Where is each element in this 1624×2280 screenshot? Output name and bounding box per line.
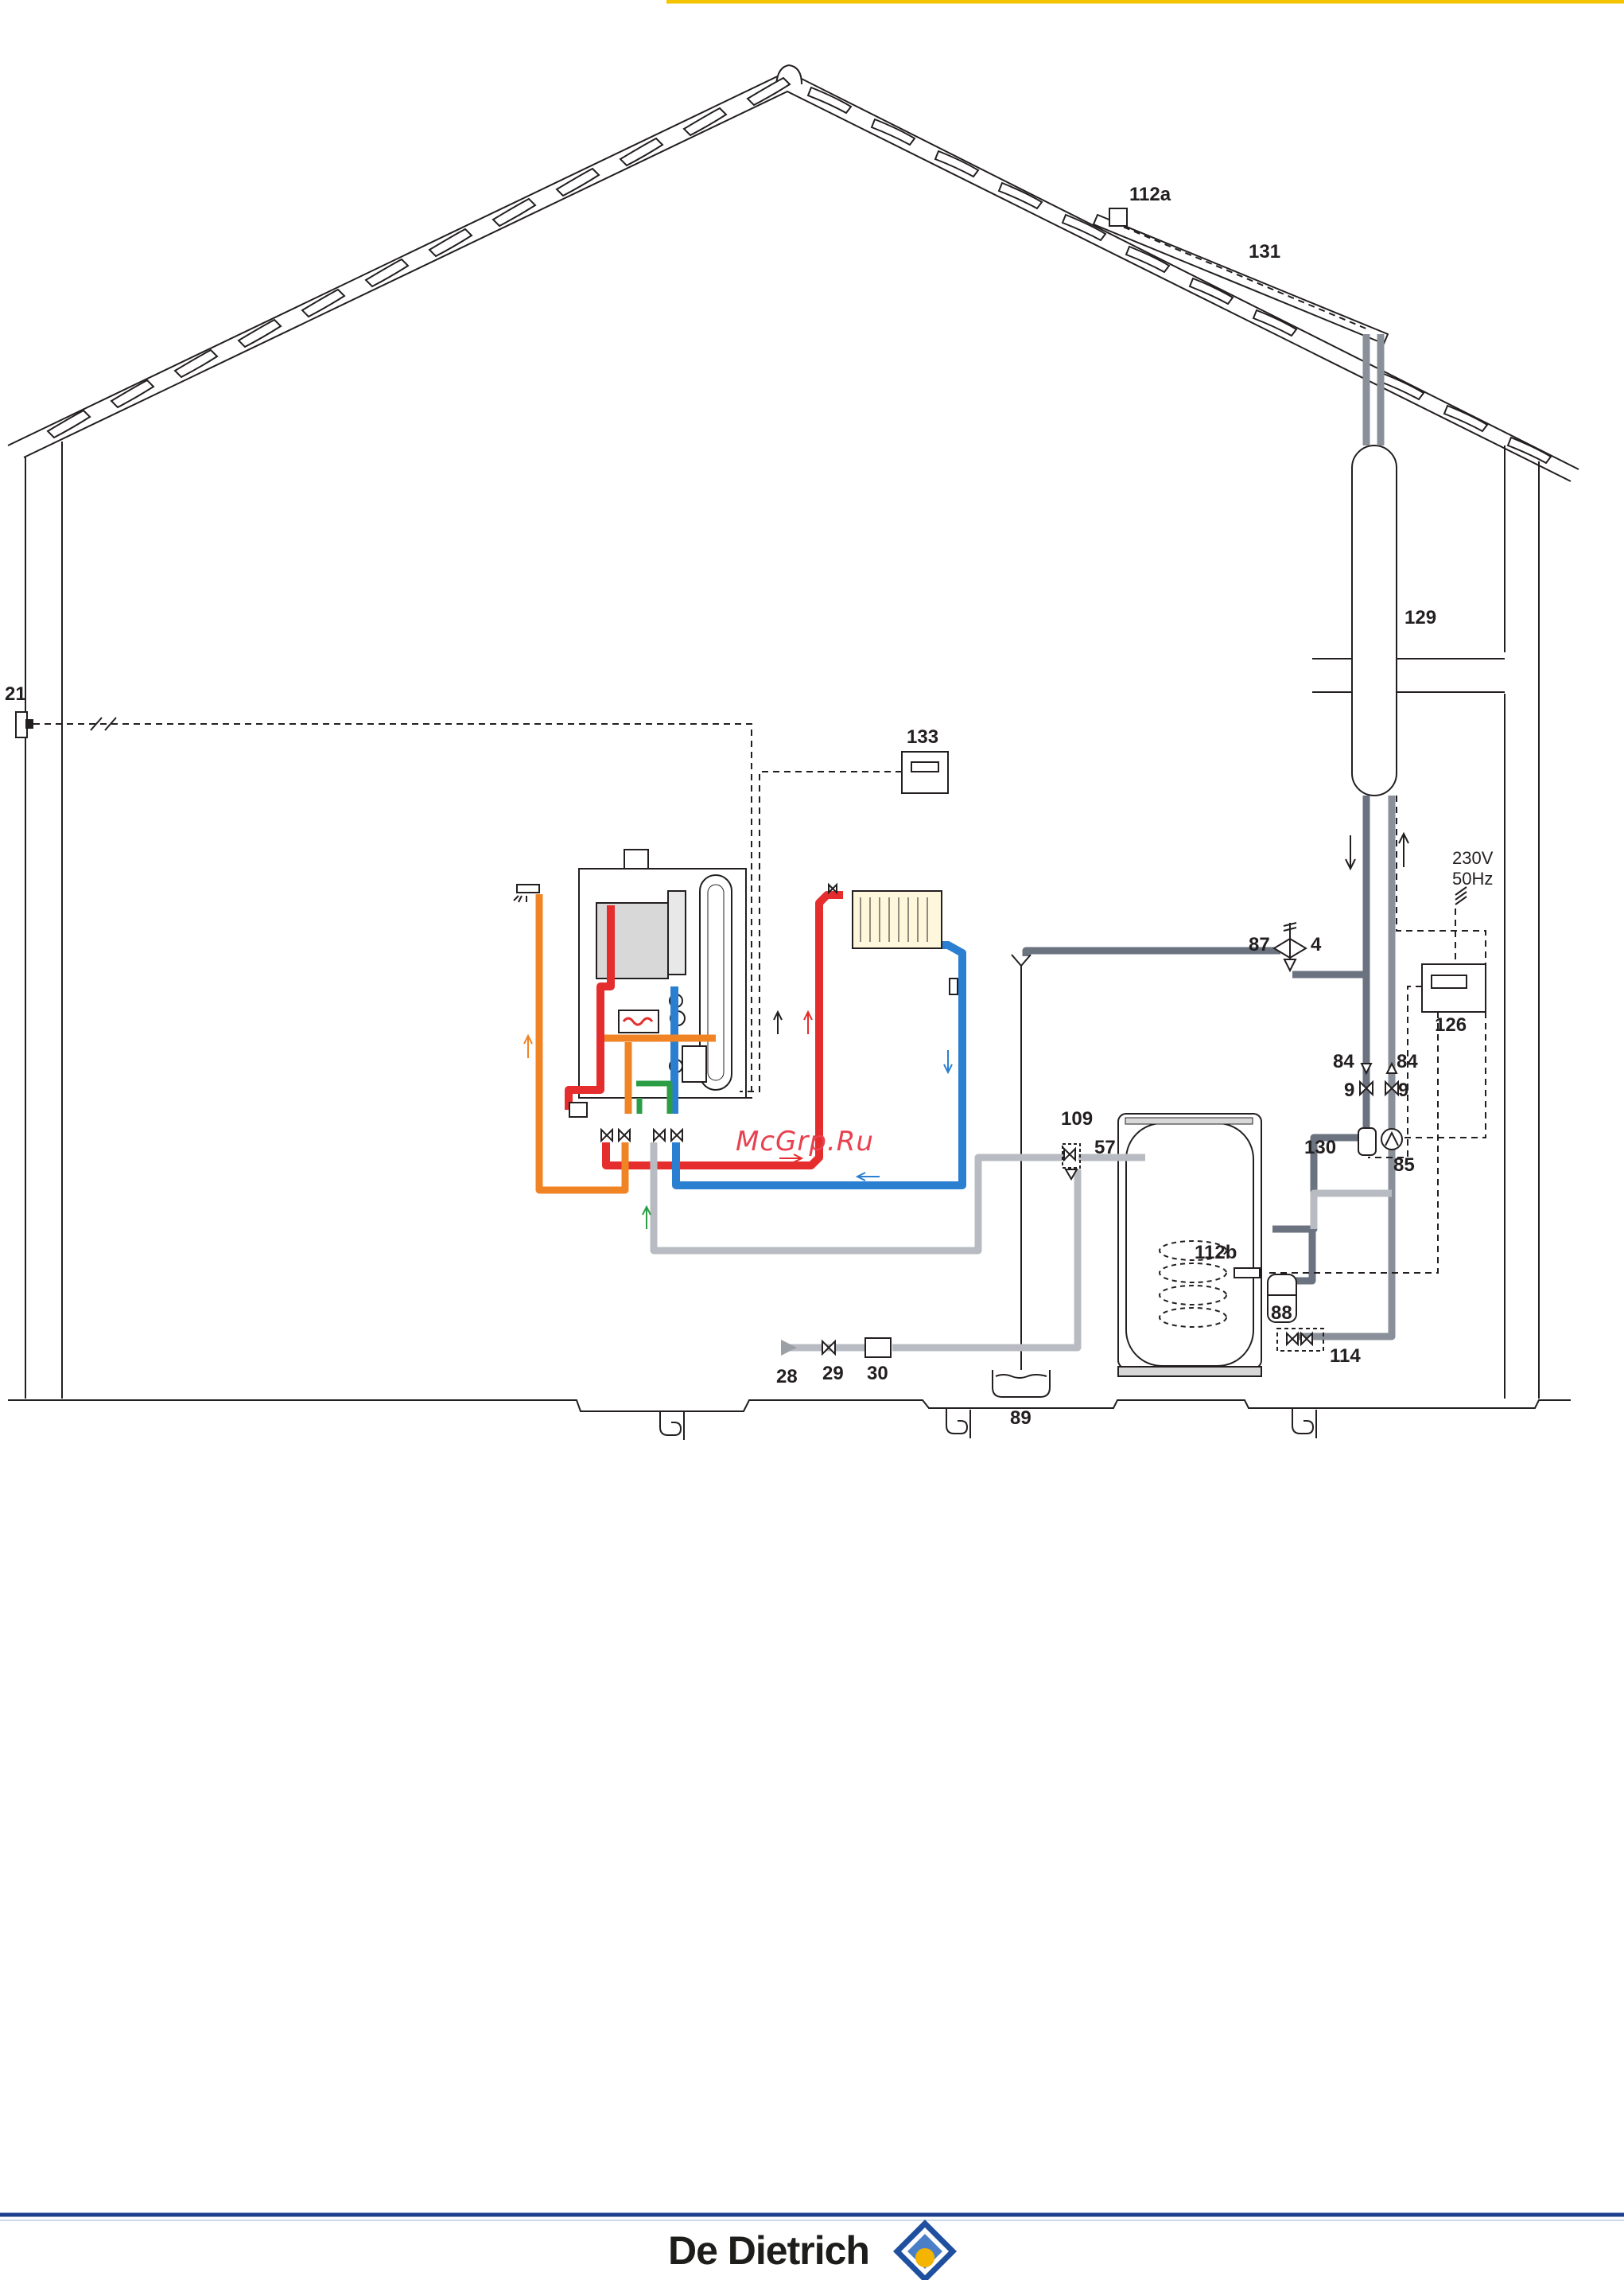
dhw-storage-tank	[1118, 1114, 1261, 1376]
label-133: 133	[907, 726, 938, 748]
label-112b: 112b	[1195, 1242, 1237, 1263]
label-9-right: 9	[1398, 1080, 1408, 1101]
label-126: 126	[1435, 1014, 1467, 1036]
outdoor-sensor	[16, 712, 27, 737]
label-29: 29	[822, 1363, 844, 1384]
label-9-left: 9	[1344, 1080, 1354, 1101]
stop-valve	[822, 1341, 835, 1354]
label-88: 88	[1271, 1302, 1292, 1324]
label-87: 87	[1249, 934, 1270, 955]
label-131: 131	[1249, 241, 1280, 263]
label-114: 114	[1330, 1345, 1361, 1367]
label-50hz: 50Hz	[1452, 869, 1493, 889]
brand-logo: De Dietrich	[668, 2220, 957, 2280]
label-109: 109	[1061, 1108, 1093, 1130]
roof-tiles-right	[808, 88, 1551, 463]
watermark: McGrp.Ru	[736, 1126, 874, 1158]
label-130: 130	[1304, 1137, 1336, 1158]
label-89: 89	[1010, 1407, 1032, 1429]
tank-sensor	[1234, 1268, 1260, 1278]
label-84-right: 84	[1397, 1051, 1418, 1072]
solar-panel	[1094, 215, 1388, 344]
label-84-left: 84	[1333, 1051, 1354, 1072]
cold-water-circuit	[639, 1098, 1145, 1357]
label-129: 129	[1404, 607, 1436, 628]
safety-valve	[1274, 923, 1306, 971]
flue-duct	[1352, 334, 1397, 796]
brand-diamond-icon	[893, 2220, 957, 2280]
label-85: 85	[1393, 1154, 1415, 1176]
label-21: 21	[5, 683, 26, 705]
label-112a: 112a	[1129, 184, 1171, 205]
label-57: 57	[1094, 1137, 1116, 1158]
dhw-tap	[517, 885, 539, 893]
house-structure	[8, 65, 1579, 1440]
collector-sensor	[1109, 208, 1127, 226]
flue-pipe	[1352, 445, 1397, 796]
drain-tundish	[993, 955, 1050, 1397]
label-4: 4	[1311, 934, 1322, 955]
brand-name: De Dietrich	[668, 2228, 869, 2273]
safety-group	[1064, 1149, 1075, 1160]
label-28: 28	[776, 1366, 798, 1387]
component-labels: 21 133 112a 131 129 230V 50Hz 87 4 126 8…	[5, 184, 1494, 1429]
solar-collector	[1094, 208, 1388, 344]
roof-tiles-left	[48, 78, 790, 438]
mains-inlet	[781, 1340, 797, 1356]
pressure-reducer	[865, 1338, 891, 1357]
label-30: 30	[867, 1363, 888, 1384]
label-230v: 230V	[1452, 848, 1494, 868]
gas-boiler	[569, 850, 746, 1114]
radiator	[853, 891, 942, 948]
flowmeter	[1358, 1128, 1376, 1155]
